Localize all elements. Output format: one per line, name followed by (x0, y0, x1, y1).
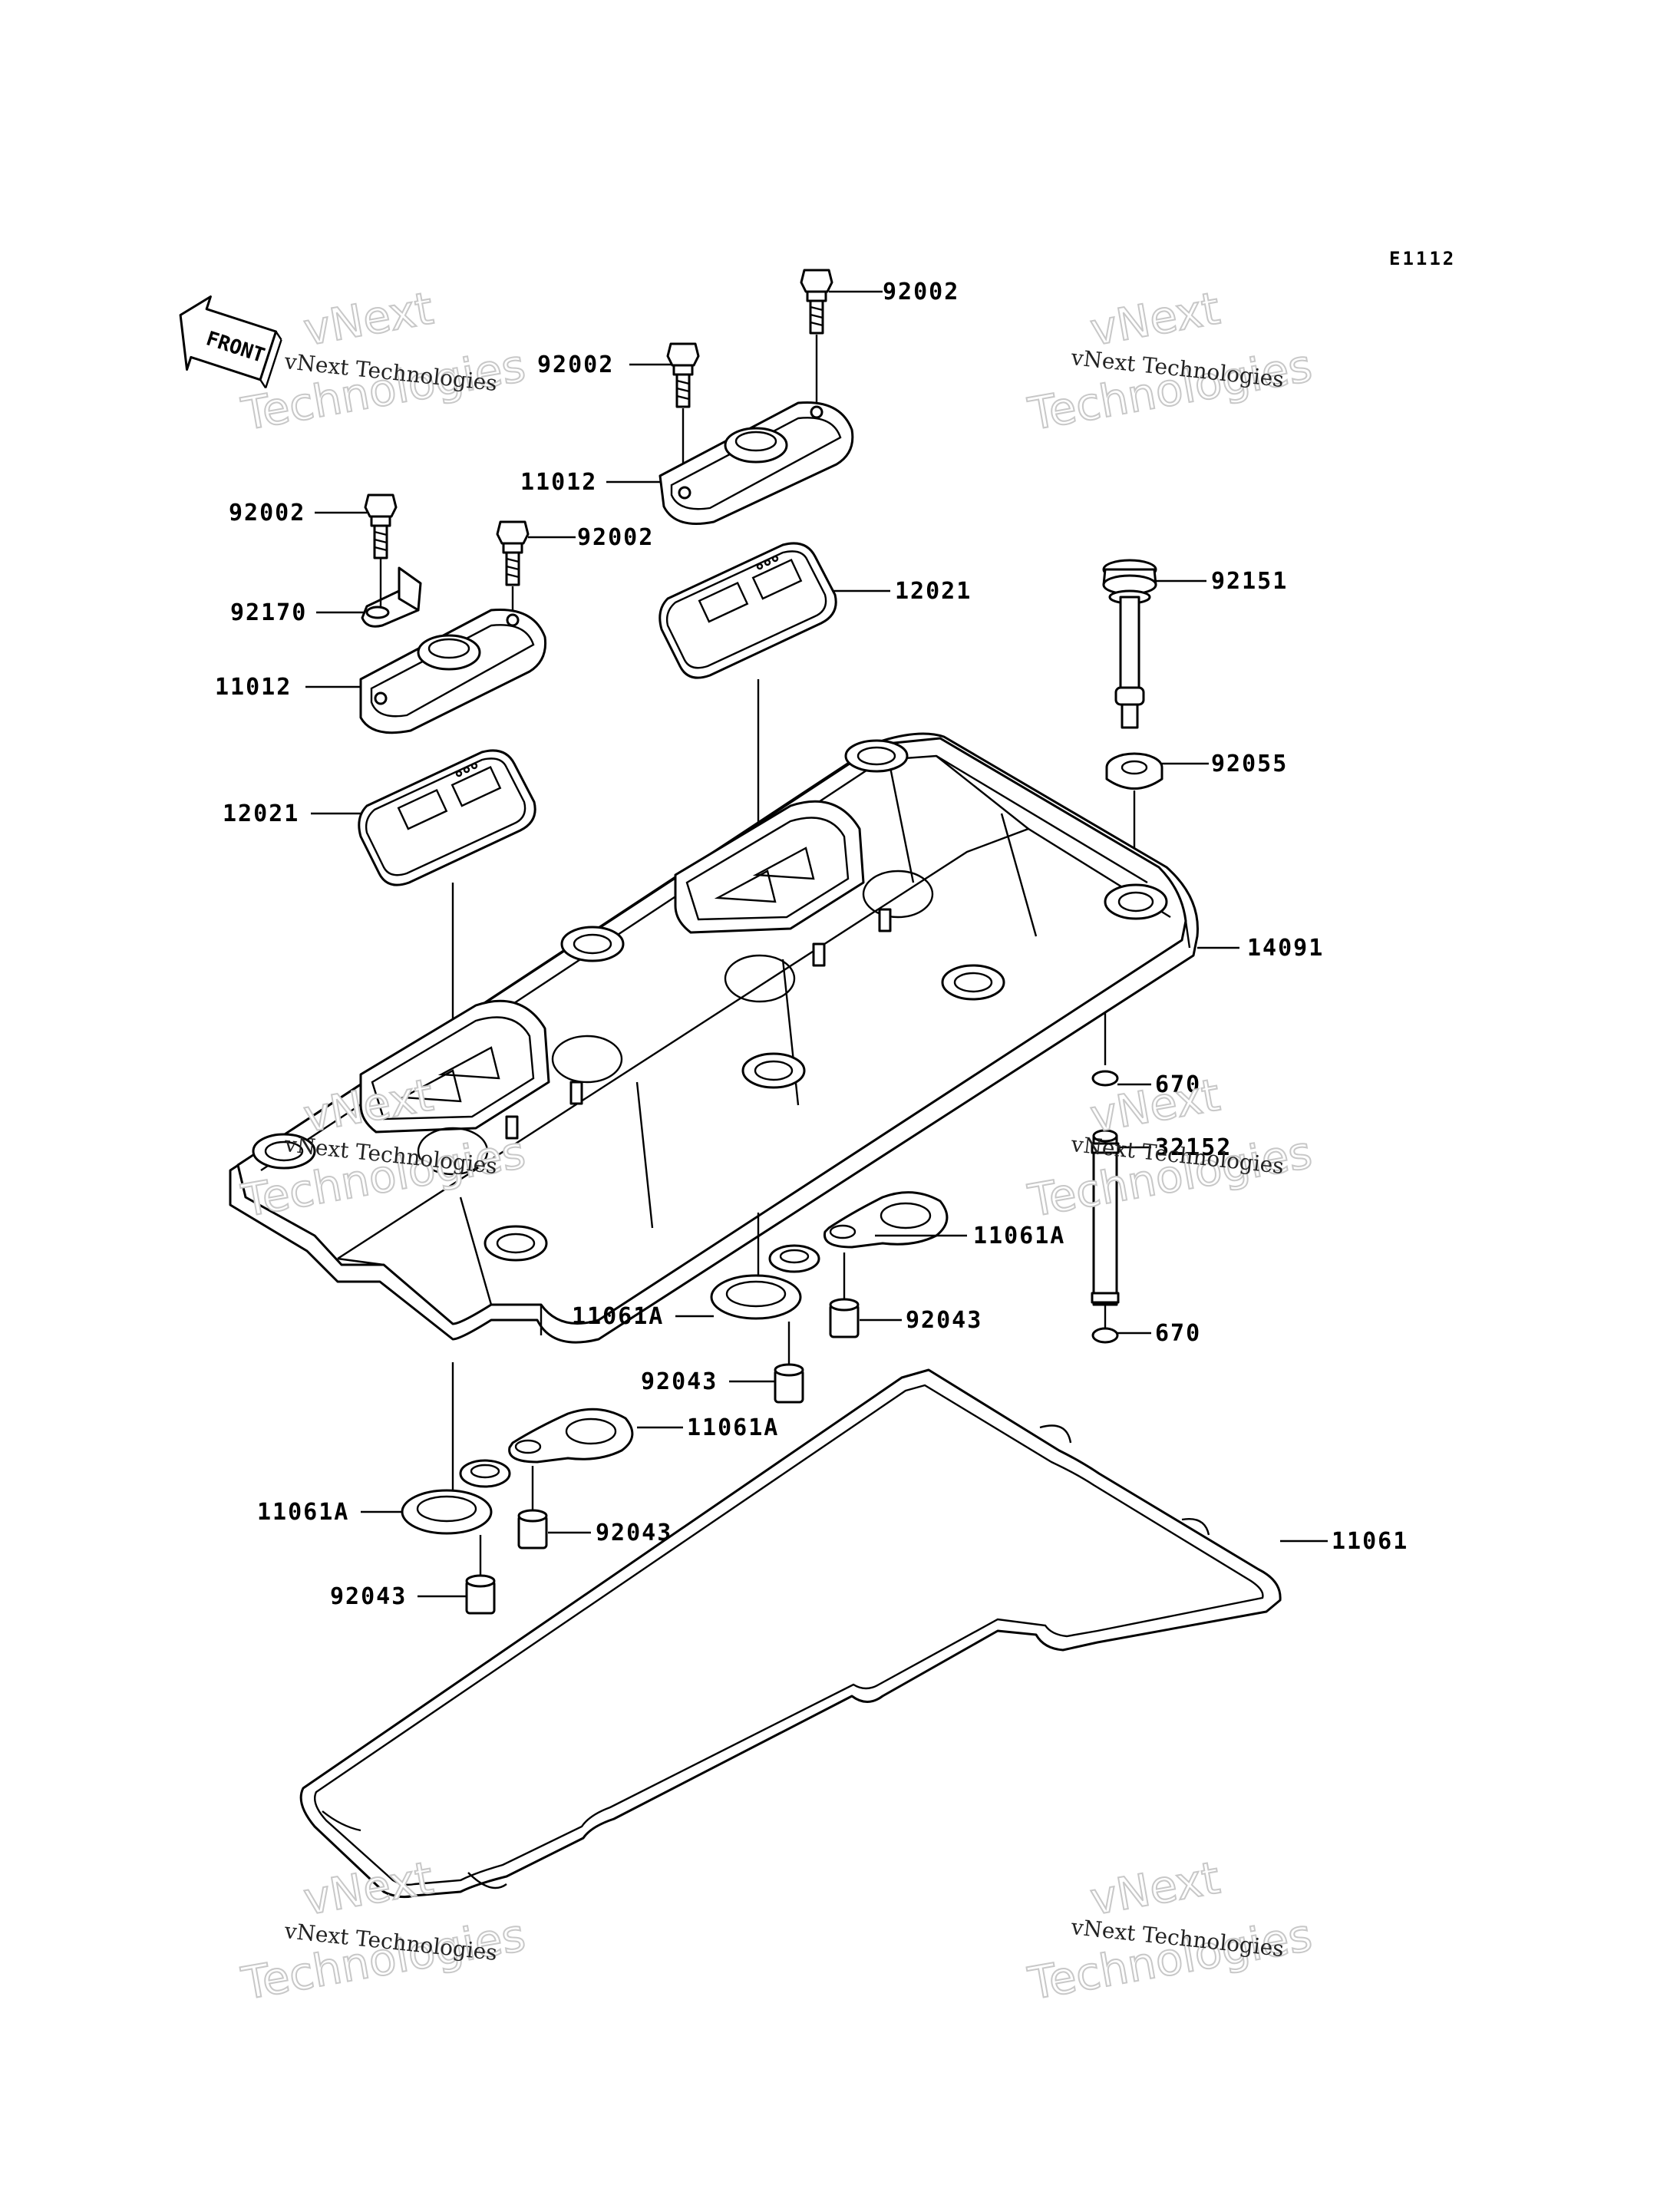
leader-lines (305, 290, 1328, 1598)
callout-12021: 12021 (223, 800, 299, 827)
oring-670-top (1091, 1070, 1119, 1087)
cover-11012-right (658, 401, 854, 525)
gasket-11061A-lower-b (508, 1408, 634, 1464)
gasket-11061A-upper-a (710, 1244, 820, 1320)
cylinder-head-cover-14091 (229, 732, 1199, 1344)
callout-92002: 92002 (229, 500, 305, 526)
bolt-92002-leftb (496, 520, 530, 586)
watermark-top-right: vNext Technologies vNext Technologies (1024, 281, 1317, 441)
callout-11061A: 11061A (257, 1499, 349, 1526)
callout-92043: 92043 (906, 1307, 982, 1334)
gasket-12021-left (358, 749, 536, 886)
svg-text:vNext: vNext (300, 1851, 437, 1925)
dowel-92043-upper-b (829, 1298, 860, 1338)
gasket-12021-right (658, 542, 837, 679)
dowel-92043-upper-a (774, 1363, 804, 1404)
washer-92055 (1105, 752, 1163, 790)
gasket-11061 (299, 1368, 1282, 1899)
callout-32152: 32152 (1155, 1134, 1232, 1161)
svg-text:vNext: vNext (1087, 282, 1224, 355)
bolt-92002-left (364, 493, 398, 559)
callout-92002: 92002 (883, 279, 959, 305)
callout-92043: 92043 (596, 1520, 672, 1546)
callout-14091: 14091 (1247, 935, 1324, 962)
callout-92151: 92151 (1211, 568, 1288, 595)
callout-11061A: 11061A (687, 1414, 779, 1441)
callout-11061A: 11061A (973, 1223, 1065, 1249)
watermark-bottom-right: vNext Technologies vNext Technologies (1024, 1850, 1317, 2011)
callout-670: 670 (1155, 1071, 1201, 1098)
pipe-32152 (1091, 1129, 1120, 1306)
callout-11012: 11012 (215, 674, 292, 701)
dowel-92043-lower-b (517, 1509, 548, 1549)
callout-92043: 92043 (641, 1368, 718, 1395)
bolt-92002-mid (666, 342, 700, 408)
callout-92043: 92043 (330, 1583, 407, 1610)
callout-12021: 12021 (895, 578, 972, 605)
svg-text:vNext: vNext (300, 282, 437, 355)
gasket-11061A-lower-a (401, 1459, 511, 1535)
bolt-92151 (1102, 559, 1157, 729)
callout-11061: 11061 (1332, 1528, 1408, 1555)
watermark-top-left: vNext Technologies vNext Technologies (237, 281, 530, 441)
svg-text:vNext: vNext (300, 1068, 437, 1142)
watermark-mid-right: vNext Technologies vNext Technologies (1024, 1068, 1317, 1228)
svg-text:vNext: vNext (1087, 1851, 1224, 1925)
front-arrow-icon: FRONT (179, 295, 282, 389)
oring-670-bot (1091, 1327, 1119, 1344)
bolt-92002-top (800, 269, 833, 335)
cover-11012-left (359, 608, 547, 734)
dowel-92043-lower-a (465, 1574, 496, 1615)
callout-11061A: 11061A (572, 1303, 664, 1330)
plate-92170 (361, 566, 422, 628)
gasket-11061A-upper-b (823, 1191, 949, 1249)
callout-92170: 92170 (230, 599, 307, 626)
callout-92002: 92002 (537, 351, 614, 378)
diagram-code: E1112 (1389, 248, 1456, 269)
callout-11012: 11012 (520, 469, 597, 496)
callout-670: 670 (1155, 1320, 1201, 1347)
callout-92055: 92055 (1211, 751, 1288, 777)
callout-92002: 92002 (577, 524, 654, 551)
